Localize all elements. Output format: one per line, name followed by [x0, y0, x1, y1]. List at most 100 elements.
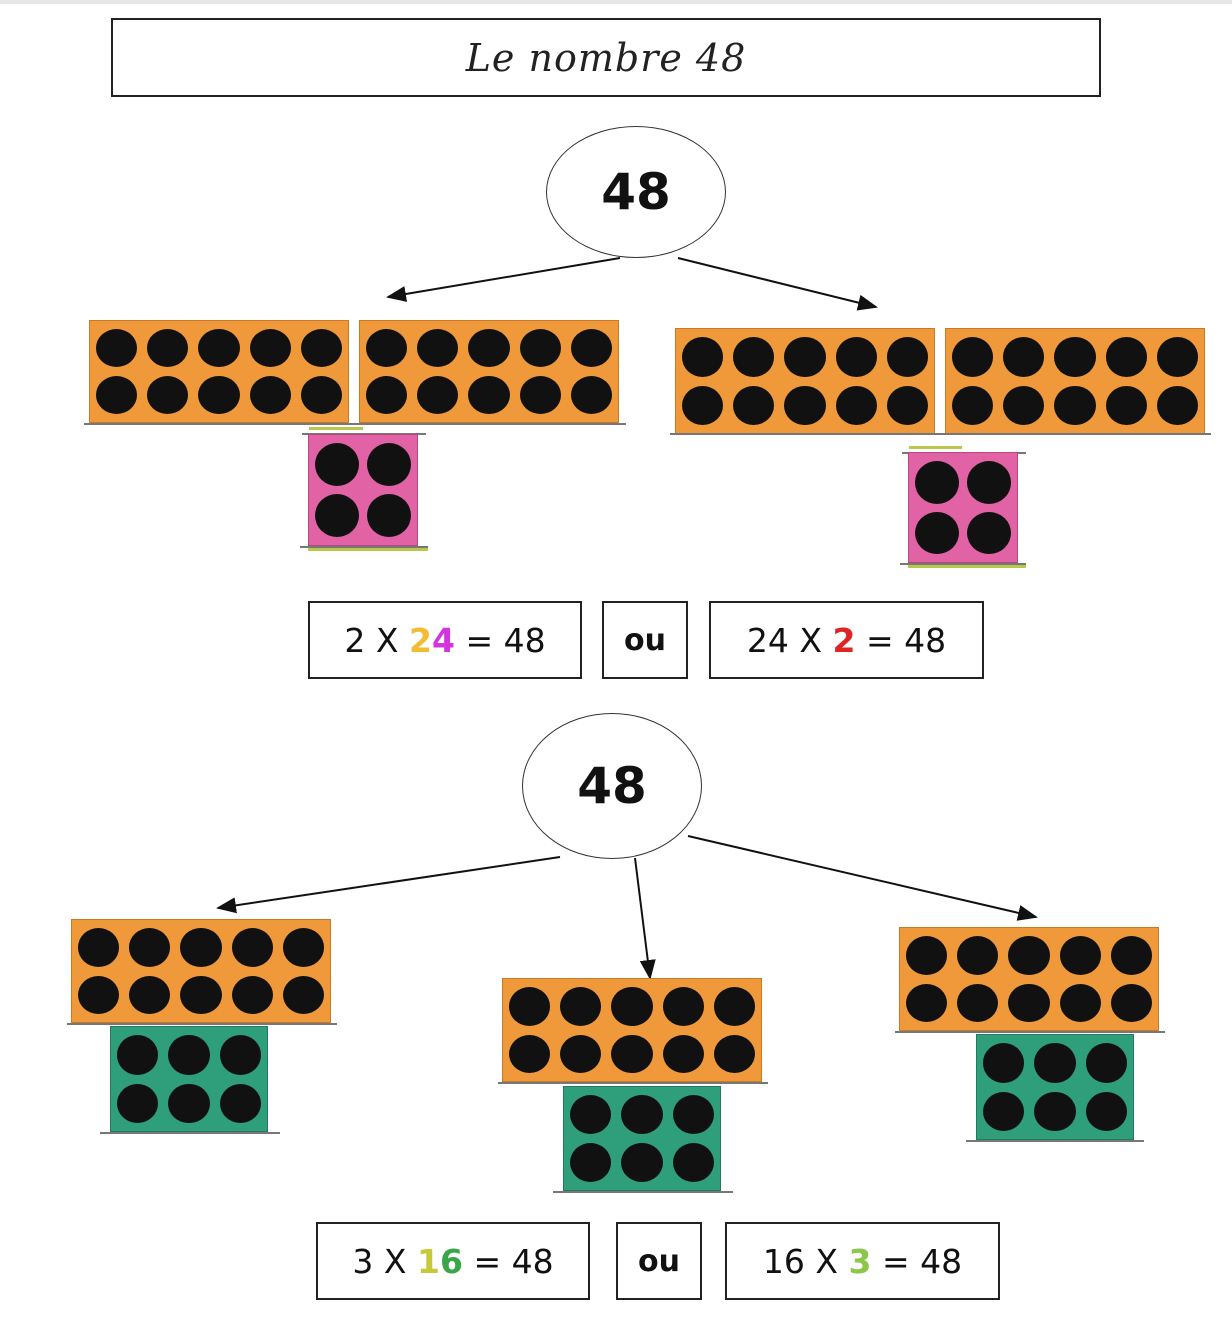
- dot: [168, 1083, 210, 1123]
- dot: [672, 1095, 714, 1134]
- dot: [915, 511, 959, 554]
- dot: [96, 376, 138, 414]
- dot: [300, 376, 342, 414]
- dot: [367, 443, 411, 486]
- dot: [168, 1035, 210, 1075]
- dot: [366, 376, 408, 414]
- dot: [1034, 1043, 1076, 1083]
- or-box-1: ou: [602, 601, 688, 679]
- dot: [147, 376, 189, 414]
- dot: [560, 1034, 602, 1073]
- dot: [621, 1143, 663, 1182]
- dot: [952, 385, 994, 425]
- dot: [1156, 337, 1198, 377]
- six-block: [976, 1034, 1134, 1140]
- equation-highlight-digit: 2: [409, 620, 432, 660]
- dot: [198, 376, 240, 414]
- dot: [78, 975, 120, 1014]
- six-block: [563, 1086, 721, 1191]
- equation-result: = 48: [462, 1241, 554, 1281]
- arrow-1-left: [386, 257, 621, 302]
- dot: [906, 983, 948, 1022]
- dot: [611, 1034, 653, 1073]
- dot: [180, 928, 222, 967]
- dot: [784, 337, 826, 377]
- number-circle-1: 48: [546, 126, 726, 258]
- dot: [957, 983, 999, 1022]
- arrow-1-right: [677, 257, 878, 311]
- equation-highlight-factor: 3: [848, 1241, 872, 1281]
- ten-block: [945, 328, 1205, 434]
- dot: [1105, 385, 1147, 425]
- dot: [198, 329, 240, 367]
- dot: [1085, 1043, 1127, 1083]
- shelf-line: [670, 433, 1211, 435]
- dot: [1110, 936, 1152, 975]
- equation-box-right-1: 24 X 2 = 48: [709, 601, 984, 679]
- shelf-line: [308, 548, 428, 551]
- dot: [300, 329, 342, 367]
- equation-highlight-factor: 16: [417, 1242, 463, 1281]
- shelf-line: [908, 565, 1026, 568]
- dot: [78, 928, 120, 967]
- dot: [886, 385, 928, 425]
- dot: [1003, 337, 1045, 377]
- dot: [249, 376, 291, 414]
- equation-operator: X: [373, 1241, 418, 1281]
- dot: [282, 928, 324, 967]
- ten-block: [89, 320, 349, 423]
- equation-result: = 48: [454, 620, 546, 660]
- dot: [662, 987, 704, 1026]
- page-title: Le nombre 48: [465, 35, 747, 80]
- number-48-label: 48: [577, 757, 647, 815]
- dot: [952, 337, 994, 377]
- equation-operator: X: [788, 620, 833, 660]
- ten-block: [359, 320, 619, 423]
- dot: [1054, 385, 1096, 425]
- dot: [1059, 983, 1101, 1022]
- dot: [560, 987, 602, 1026]
- or-label: ou: [624, 622, 666, 658]
- equation-highlight-factor: 2: [832, 620, 856, 660]
- four-block: [908, 452, 1018, 563]
- dot: [713, 1034, 755, 1073]
- dot: [282, 975, 324, 1014]
- arrow-2-middle: [634, 857, 656, 980]
- equation-box-right-2: 16 X 3 = 48: [725, 1222, 1000, 1300]
- shelf-line: [67, 1023, 337, 1025]
- shelf-line: [309, 427, 363, 430]
- equation-box-left-2: 3 X 16 = 48: [316, 1222, 590, 1300]
- number-circle-2: 48: [522, 713, 702, 859]
- shelf-line: [900, 563, 1026, 565]
- dot: [219, 1035, 261, 1075]
- dot: [570, 1095, 612, 1134]
- dot: [219, 1083, 261, 1123]
- equation-operator: X: [804, 1241, 849, 1281]
- number-48-label: 48: [601, 163, 671, 221]
- dot: [983, 1091, 1025, 1131]
- equation-factor-a: 16: [762, 1241, 805, 1281]
- equation-result: = 48: [871, 1241, 963, 1281]
- dot: [672, 1143, 714, 1182]
- shelf-line: [300, 546, 428, 548]
- dot: [662, 1034, 704, 1073]
- equation-operator: X: [365, 620, 410, 660]
- dot: [835, 337, 877, 377]
- dot: [468, 329, 510, 367]
- dot: [733, 337, 775, 377]
- dot: [570, 329, 612, 367]
- equation-factor-a: 24: [746, 620, 789, 660]
- ten-block: [675, 328, 935, 434]
- dot: [570, 376, 612, 414]
- equation-factor-a: 2: [344, 620, 366, 660]
- dot: [915, 461, 959, 504]
- dot: [906, 936, 948, 975]
- equation-result: = 48: [855, 620, 947, 660]
- dot: [784, 385, 826, 425]
- dot: [1156, 385, 1198, 425]
- dot: [1085, 1091, 1127, 1131]
- dot: [519, 376, 561, 414]
- dot: [519, 329, 561, 367]
- dot: [117, 1035, 159, 1075]
- dot: [621, 1095, 663, 1134]
